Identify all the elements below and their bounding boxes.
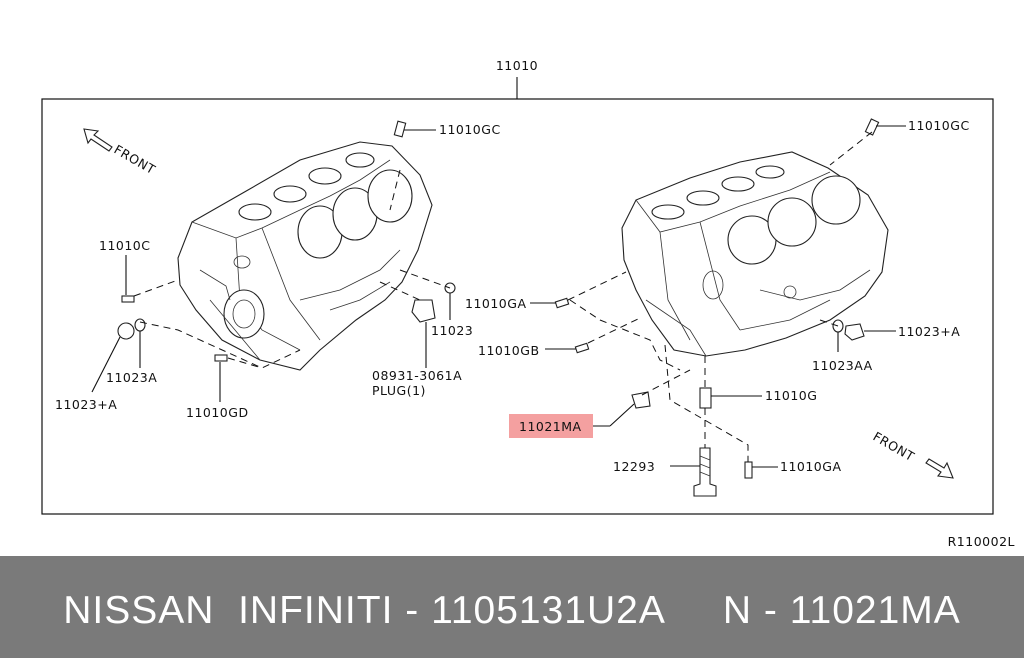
label-left-11010gc: 11010GC: [439, 122, 501, 137]
front-arrow-left: FRONT: [83, 128, 159, 178]
highlight-11021ma: [509, 414, 593, 438]
label-right-11010g: 11010G: [765, 388, 817, 403]
label-right-11010ga-bottom: 11010GA: [780, 459, 842, 474]
bolt-12293: [693, 447, 717, 497]
plug-right-plus-a: [844, 323, 865, 341]
dowel-pin-right-gb: [574, 342, 590, 354]
right-small-parts: [554, 118, 880, 497]
front-label-right: FRONT: [871, 429, 918, 465]
left-small-parts: [117, 120, 456, 362]
label-left-08931: 08931-3061A: [372, 368, 462, 383]
engine-block-right: [621, 151, 889, 357]
parts-diagram: 11010 FRONT FRONT: [41, 58, 1015, 549]
dowel-pin-right-top: [864, 118, 880, 136]
label-left-11010c: 11010C: [99, 238, 151, 253]
label-left-11023a: 11023A: [106, 370, 157, 385]
diagram-ref-code: R110002L: [948, 534, 1015, 549]
assembly-number: 11010: [496, 58, 538, 73]
label-left-11023-plus-a: 11023+A: [55, 397, 117, 412]
washer-left-a: [134, 318, 146, 332]
plug-right-11021ma: [631, 391, 651, 409]
label-right-11010ga-top: 11010GA: [465, 296, 527, 311]
label-right-11021ma: 11021MA: [519, 419, 582, 434]
plug-08931: [411, 299, 436, 323]
part-number-banner: NISSAN INFINITI - 1105131U2A N - 11021MA: [0, 556, 1024, 658]
dowel-pin-left-top: [393, 120, 407, 138]
engine-block-left: [177, 141, 433, 371]
label-left-plug: PLUG(1): [372, 383, 426, 398]
label-right-11023-plus-a: 11023+A: [898, 324, 960, 339]
label-right-12293: 12293: [613, 459, 655, 474]
front-arrow-right: FRONT: [871, 429, 954, 479]
dowel-pin-left-gd: [214, 354, 228, 362]
front-label-left: FRONT: [112, 142, 159, 178]
dowel-right-g: [699, 387, 712, 409]
label-right-11010gb: 11010GB: [478, 343, 540, 358]
plug-left-plus-a: [117, 322, 135, 340]
label-right-11023aa: 11023AA: [812, 358, 873, 373]
dowel-right-ga-bottom: [744, 461, 753, 479]
label-left-11023: 11023: [431, 323, 473, 338]
dowel-pin-left-c: [121, 295, 135, 303]
label-left-11010gd: 11010GD: [186, 405, 249, 420]
dowel-pin-right-ga: [554, 297, 570, 309]
part-number-text: NISSAN INFINITI - 1105131U2A N - 11021MA: [63, 589, 961, 632]
label-right-11010gc: 11010GC: [908, 118, 970, 133]
